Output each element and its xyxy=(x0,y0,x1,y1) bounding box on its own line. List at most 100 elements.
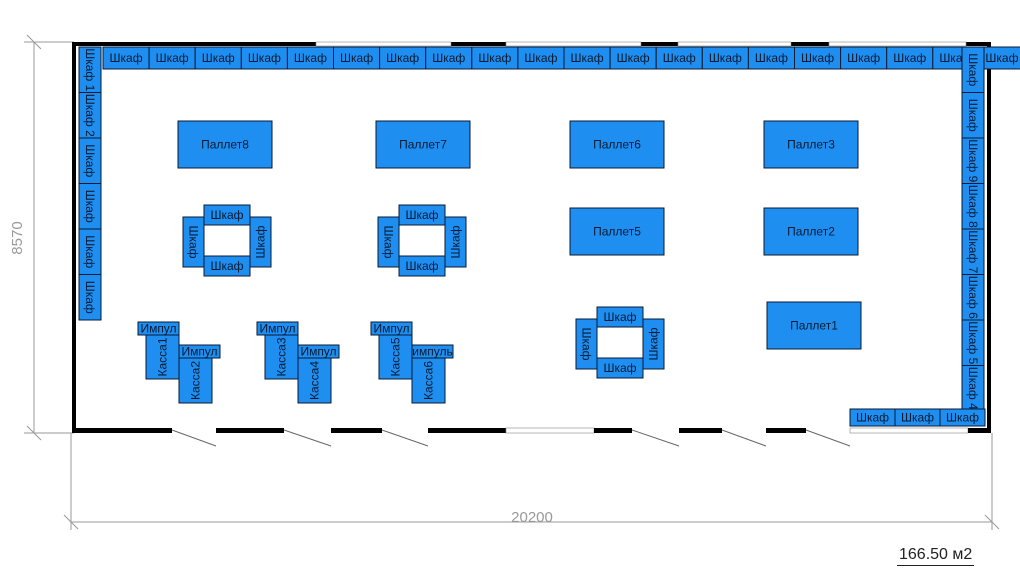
right-shelf-3-label: Шкаф 9 xyxy=(966,139,980,182)
checkout-2-kassa-a-shape xyxy=(264,334,299,380)
top-shelf-18-label: Шкаф xyxy=(893,51,926,65)
island-2-left-shape xyxy=(377,216,400,268)
top-shelf-20: Шкаф xyxy=(978,46,1020,70)
top-shelf-20-label: Шкаф xyxy=(985,51,1018,65)
checkout-3-kassa-b: Касса6 xyxy=(411,357,446,404)
checkout-3-kassa-a-label: Касса5 xyxy=(389,337,403,376)
pallet-4-shape xyxy=(763,120,859,169)
island-2-top: Шкаф xyxy=(398,204,446,226)
island-3-bottom-shape xyxy=(596,357,644,379)
top-shelf-14-label: Шкаф xyxy=(709,51,742,65)
top-shelf-row: Шкаф Шкаф Шкаф Шкаф Шкаф Шкаф Шкаф Шкаф Шкаф Шкаф… xyxy=(102,46,1020,70)
checkout-1-kassa-b-shape xyxy=(178,357,213,404)
right-shelf-1-label: Шкаф xyxy=(966,53,980,86)
top-shelf-15-label: Шкаф xyxy=(755,51,788,65)
top-shelf-8-label: Шкаф xyxy=(432,51,465,65)
right-shelf-1: Шкаф xyxy=(961,46,985,93)
right-shelf-6: Шкаф 6 xyxy=(961,274,985,321)
checkout-1-kassa-b-label: Касса2 xyxy=(189,361,203,400)
pallet-2-shape xyxy=(375,120,471,169)
top-shelf-6: Шкаф xyxy=(333,46,381,70)
bottom-shelf-1: Шкаф xyxy=(849,408,896,427)
checkout-2-kassa-a: Касса3 xyxy=(264,334,299,380)
pallet-1-shape xyxy=(177,120,273,169)
bottom-shelf-1-label: Шкаф xyxy=(856,411,889,425)
island-2-right-label: Шкаф xyxy=(449,225,463,258)
island-3-bottom-label: Шкаф xyxy=(603,361,636,375)
bottom-shelf-2: Шкаф xyxy=(894,408,941,427)
checkout-3-kassa-b-label: Касса6 xyxy=(422,361,436,400)
checkout-3-impulse-a: Импул xyxy=(370,321,413,336)
pallet-7-shape xyxy=(766,301,862,350)
pallet-3-shape xyxy=(569,120,665,169)
bottom-shelf-3: Шкаф xyxy=(939,408,986,427)
right-shelf-5: Шкаф 7 xyxy=(961,228,985,275)
walls xyxy=(72,41,991,434)
pallet-6-label: Паллет2 xyxy=(787,225,835,239)
right-shelf-3: Шкаф 9 xyxy=(961,137,985,184)
top-shelf-2: Шкаф xyxy=(148,46,196,70)
right-shelf-8-label: Шкаф 4 xyxy=(966,367,980,410)
pallet-2-label: Паллет7 xyxy=(399,138,447,152)
top-shelf-4: Шкаф xyxy=(240,46,288,70)
top-shelf-17: Шкаф xyxy=(840,46,888,70)
pallet-3-label: Паллет6 xyxy=(593,138,641,152)
island-1-left-shape xyxy=(182,216,205,268)
checkout-1-impulse-b: Импул xyxy=(178,344,221,359)
bottom-right-shelf-row: Шкаф Шкаф Шкаф xyxy=(849,408,986,427)
top-shelf-16: Шкаф xyxy=(794,46,842,70)
top-shelf-7-label: Шкаф xyxy=(386,51,419,65)
top-shelf-12-label: Шкаф xyxy=(617,51,650,65)
checkout-2-impulse-b-label: Импул xyxy=(300,345,336,359)
top-shelf-18: Шкаф xyxy=(886,46,934,70)
island-2-bottom-label: Шкаф xyxy=(405,259,438,273)
island-1-left-label: Шкаф xyxy=(187,225,201,258)
pallet-4: Паллет3 xyxy=(763,120,859,169)
top-shelf-7: Шкаф xyxy=(379,46,427,70)
top-shelf-6-label: Шкаф xyxy=(340,51,373,65)
checkout-2-kassa-a-label: Касса3 xyxy=(275,337,289,376)
checkout-3-kassa-a-shape xyxy=(378,334,413,380)
top-shelf-5-label: Шкаф xyxy=(294,51,327,65)
width-dimension-label: 20200 xyxy=(511,509,553,526)
bottom-shelf-3-shape xyxy=(939,408,986,427)
island-1-right-shape xyxy=(249,216,272,268)
right-shelf-4: Шкаф 8 xyxy=(961,183,985,230)
top-shelf-2-label: Шкаф xyxy=(156,51,189,65)
pallet-5: Паллет5 xyxy=(569,207,665,256)
top-shelf-5: Шкаф xyxy=(286,46,334,70)
left-shelf-3-label: Шкаф xyxy=(83,144,97,177)
pallet-5-shape xyxy=(569,207,665,256)
bottom-shelf-3-label: Шкаф xyxy=(946,411,979,425)
top-shelf-9: Шкаф xyxy=(471,46,519,70)
area-label: 166.50 м2 xyxy=(897,546,975,566)
checkout-3-impulse-b: импуль xyxy=(411,344,454,359)
island-3-left-shape xyxy=(575,318,598,370)
pallet-7-label: Паллет1 xyxy=(790,319,838,333)
top-shelf-11-label: Шкаф xyxy=(571,51,604,65)
top-shelf-13: Шкаф xyxy=(655,46,703,70)
island-3-right: Шкаф xyxy=(642,318,665,370)
island-3-left: Шкаф xyxy=(575,318,598,370)
top-shelf-4-label: Шкаф xyxy=(248,51,281,65)
top-shelf-1: Шкаф xyxy=(102,46,150,70)
island-2-left-label: Шкаф xyxy=(382,225,396,258)
island-3-top: Шкаф xyxy=(596,306,644,328)
checkout-2-kassa-b-label: Касса4 xyxy=(308,361,322,400)
checkout-3-kassa-a: Касса5 xyxy=(378,334,413,380)
left-shelf-4-label: Шкаф xyxy=(83,190,97,223)
pallet-6-shape xyxy=(763,207,859,256)
left-shelf-2-label: Шкаф 2 xyxy=(83,94,97,137)
top-shelf-13-label: Шкаф xyxy=(663,51,696,65)
top-shelf-17-label: Шкаф xyxy=(847,51,880,65)
checkout-3-impulse-a-label: Импул xyxy=(373,322,409,336)
top-shelf-11: Шкаф xyxy=(563,46,611,70)
checkout-2-impulse-b: Импул xyxy=(297,344,340,359)
island-1-left: Шкаф xyxy=(182,216,205,268)
island-2-right-shape xyxy=(444,216,467,268)
